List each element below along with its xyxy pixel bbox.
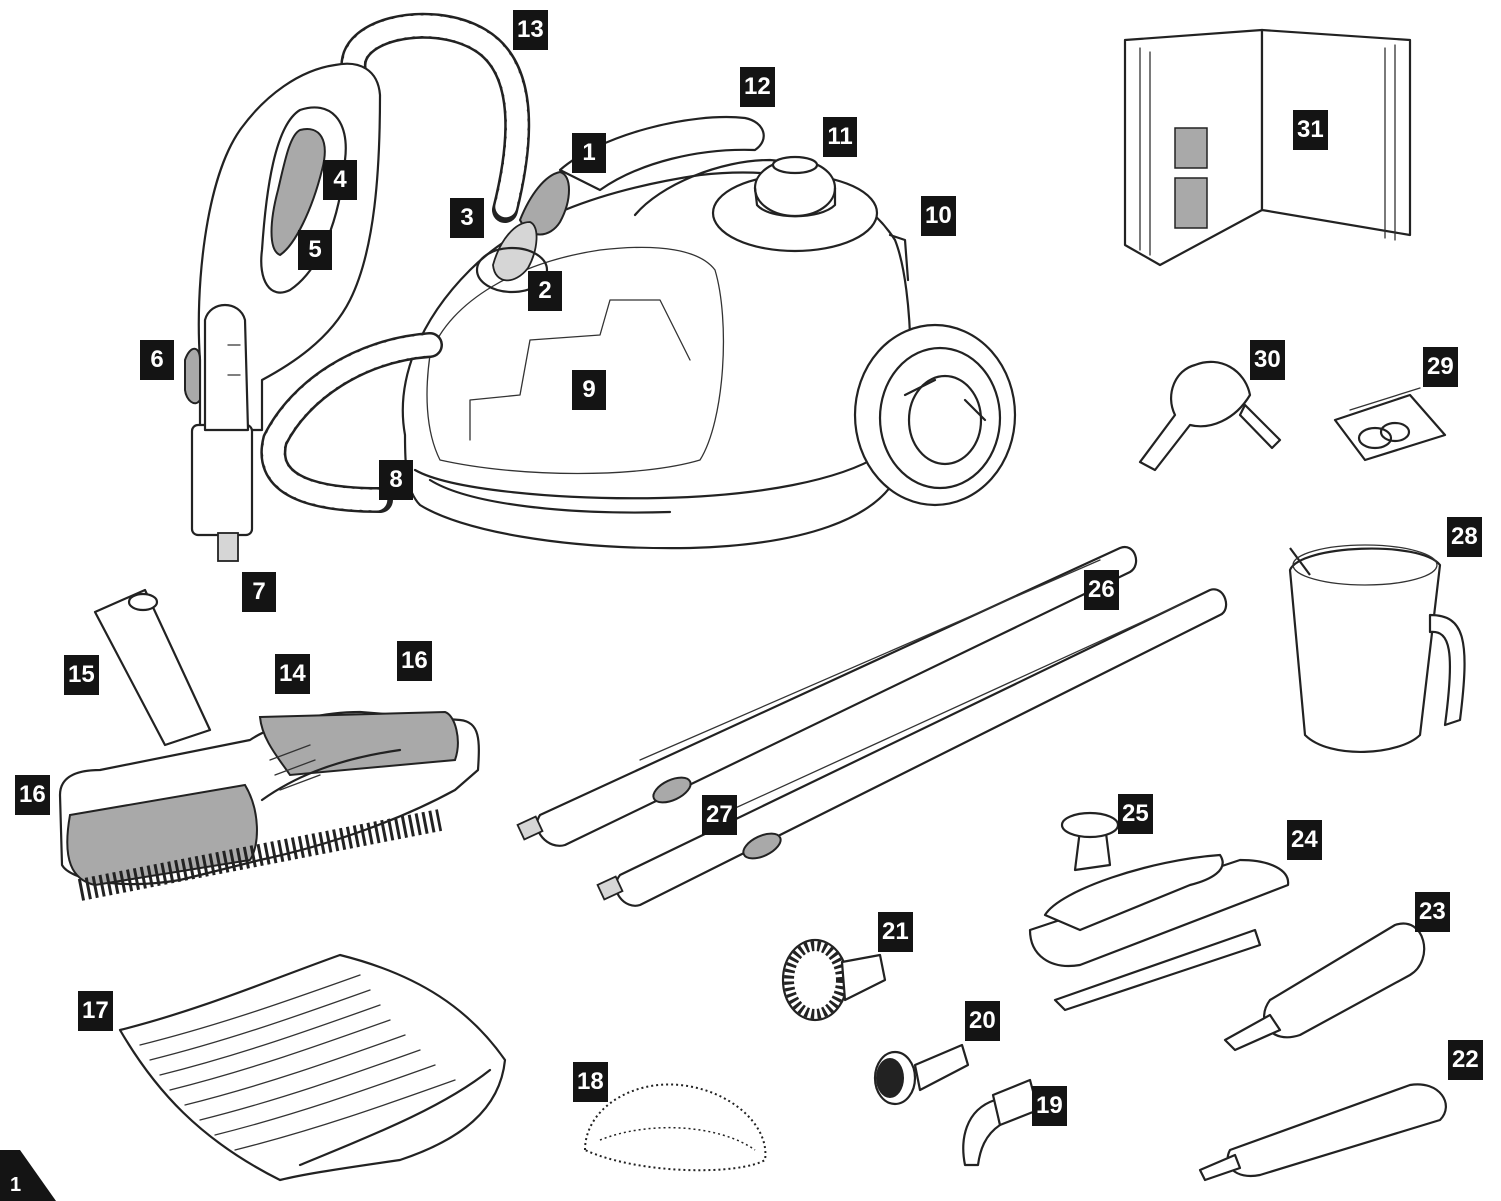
figure-number-badge: 1 [0,1150,56,1201]
callout-19: 19 [1032,1086,1067,1126]
measuring-cup [1288,544,1466,753]
callout-3: 3 [450,198,484,238]
callout-7: 7 [242,572,276,612]
seal-bag [1333,387,1447,462]
callout-1: 1 [572,133,606,173]
extension-tubes [516,545,1228,907]
callout-6: 6 [140,340,174,380]
callout-21: 21 [878,912,913,952]
callout-31: 31 [1293,110,1328,150]
microfibre-cloth [118,953,507,1182]
callout-30: 30 [1250,340,1285,380]
callout-10: 10 [921,196,956,236]
callout-18: 18 [573,1062,608,1102]
window-nozzle [1028,811,1290,1012]
callout-29: 29 [1423,347,1458,387]
callout-27: 27 [702,795,737,835]
callout-22: 22 [1448,1040,1483,1080]
callout-9: 9 [572,370,606,410]
callout-2: 2 [528,271,562,311]
callout-28: 28 [1447,517,1482,557]
callout-24: 24 [1287,820,1322,860]
callout-20: 20 [965,1001,1000,1041]
callout-11: 11 [823,117,857,157]
callout-12: 12 [740,67,775,107]
detail-nozzles [1198,922,1447,1182]
callout-26: 26 [1084,570,1119,610]
funnel [1138,360,1282,472]
cleaning-pad [583,1083,767,1172]
callout-25: 25 [1118,794,1153,834]
steam-cleaner-body [401,116,1017,550]
callout-15: 15 [64,655,99,695]
instruction-manual [1123,28,1412,267]
hand-piece [184,62,382,562]
round-brushes [781,938,970,1106]
callout-16-left: 16 [15,775,50,815]
callout-5: 5 [298,230,332,270]
callout-14: 14 [275,654,310,694]
angle-nozzle [962,1078,1040,1167]
callout-4: 4 [323,160,357,200]
callout-13: 13 [513,10,548,50]
figure-corner-shape [0,1150,56,1201]
floor-nozzle [58,588,480,901]
callout-16-top: 16 [397,641,432,681]
steam-hose [260,12,531,513]
callout-17: 17 [78,991,113,1031]
figure-number: 1 [10,1174,22,1196]
callout-23: 23 [1415,892,1450,932]
callout-8: 8 [379,460,413,500]
